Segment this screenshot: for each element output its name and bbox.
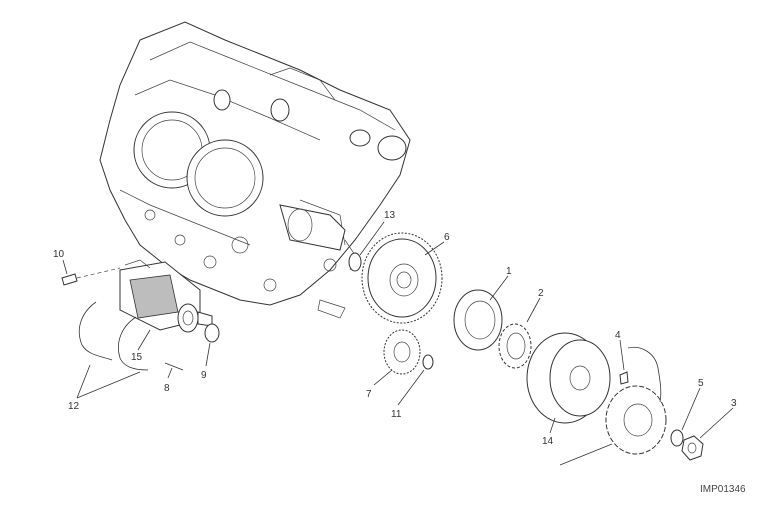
callout-6: 6 xyxy=(444,232,450,243)
callout-7: 7 xyxy=(366,389,372,400)
bolt-4 xyxy=(619,371,629,385)
stator-14 xyxy=(605,346,667,455)
callout-11: 11 xyxy=(391,409,402,420)
callout-15: 15 xyxy=(131,352,143,363)
rotor-14 xyxy=(526,332,611,424)
bolt-10 xyxy=(61,267,121,286)
callout-1: 1 xyxy=(506,266,512,277)
leader-lines xyxy=(62,221,734,466)
callout-4: 4 xyxy=(615,330,621,341)
washer-11 xyxy=(422,354,434,370)
callout-12: 12 xyxy=(68,401,80,412)
starter-motor xyxy=(119,259,213,333)
ring-13 xyxy=(348,252,362,272)
callout-13: 13 xyxy=(384,210,396,221)
cables-12 xyxy=(78,301,149,371)
callout-9: 9 xyxy=(201,370,207,381)
callout-3: 3 xyxy=(731,398,737,409)
o-ring-9 xyxy=(204,323,220,343)
engine-crankcase xyxy=(99,21,411,319)
nut-3 xyxy=(681,435,704,461)
drawing-code: IMP01346 xyxy=(700,484,746,495)
gear-7 xyxy=(383,329,421,375)
callout-5: 5 xyxy=(698,378,704,389)
pin-8 xyxy=(164,362,184,371)
callout-2: 2 xyxy=(538,288,544,299)
gear-6 xyxy=(361,232,443,324)
washer-5 xyxy=(670,429,684,447)
callout-10: 10 xyxy=(53,249,65,260)
flange-1 xyxy=(453,289,503,351)
callout-14: 14 xyxy=(542,436,554,447)
freewheel-2 xyxy=(498,323,532,369)
callout-8: 8 xyxy=(164,383,170,394)
